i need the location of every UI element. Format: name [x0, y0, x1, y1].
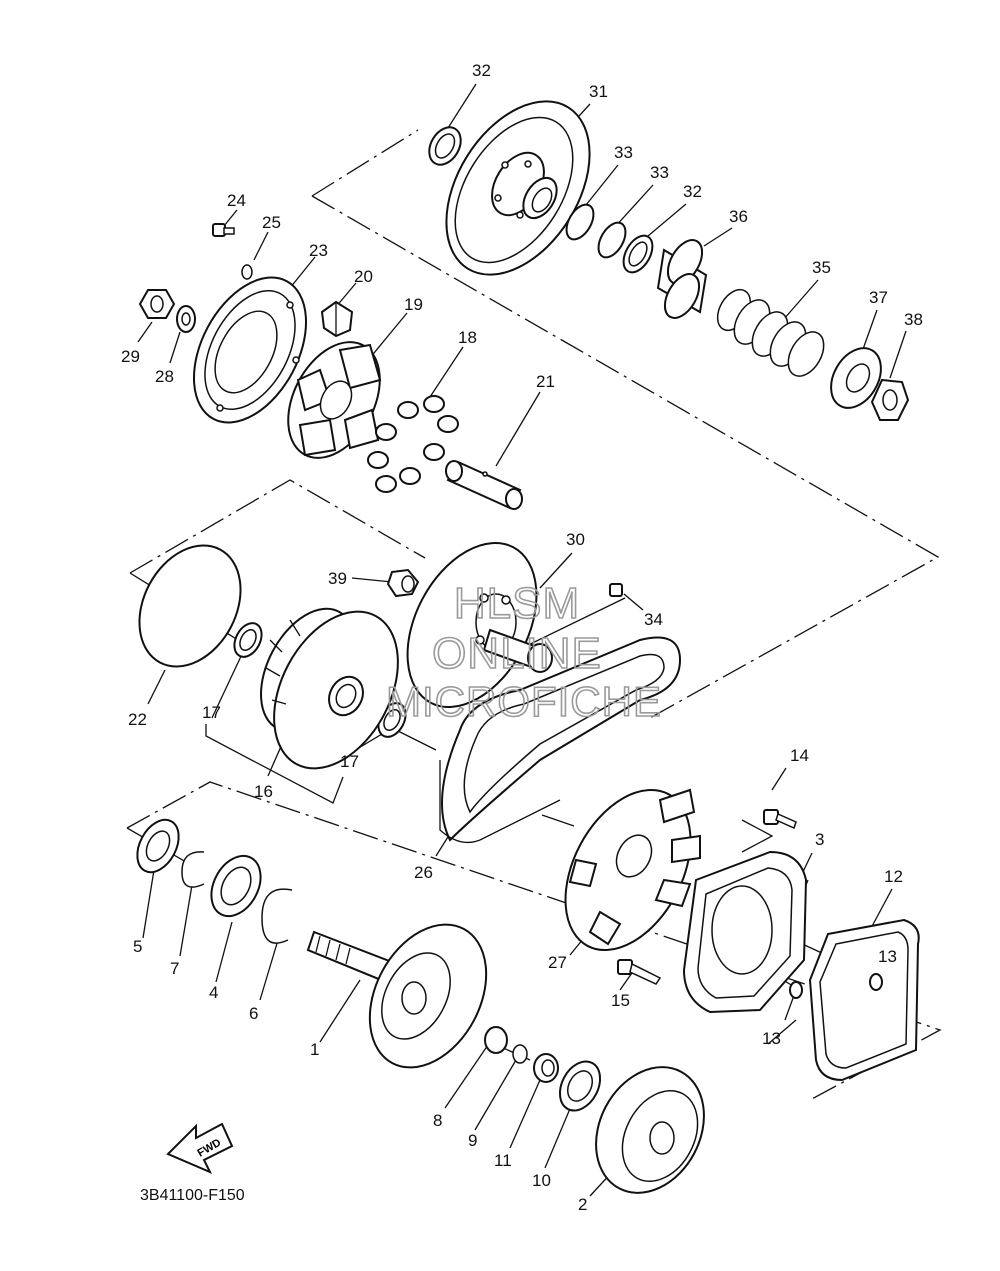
callout-1: 1	[310, 1040, 319, 1059]
circlip-9	[512, 1044, 528, 1064]
callout-13-b: 13	[762, 1029, 781, 1048]
watermark-line-2: ONLINE	[432, 629, 602, 678]
bearing-4	[210, 854, 262, 918]
callout-20: 20	[354, 267, 373, 286]
callout-26: 26	[414, 863, 433, 882]
callout-39: 39	[328, 569, 347, 588]
crankcase-cover-3	[682, 850, 808, 1014]
callout-19: 19	[404, 295, 423, 314]
watermark: HLSM ONLINE MICROFICHE	[385, 578, 662, 726]
callout-13-a: 13	[878, 947, 897, 966]
one-way-bearing-10	[558, 1060, 602, 1112]
collar-36	[656, 239, 708, 319]
oil-seal-5	[136, 818, 180, 874]
o-ring-22	[138, 544, 242, 668]
callout-22: 22	[128, 710, 147, 729]
fwd-arrow-icon: FWD	[166, 1122, 234, 1174]
callout-27: 27	[548, 953, 567, 972]
gasket-12	[808, 918, 920, 1082]
callout-2: 2	[578, 1195, 587, 1214]
oil-seal-17-a	[233, 622, 263, 658]
o-ring-33-b	[597, 221, 627, 259]
secondary-fixed-sheave-31	[445, 100, 591, 276]
callout-38: 38	[904, 310, 923, 329]
callout-25: 25	[262, 213, 281, 232]
oil-seal-32-upper	[428, 126, 462, 166]
slider-20	[320, 300, 354, 338]
callout-14: 14	[790, 746, 809, 765]
callout-8: 8	[433, 1111, 442, 1130]
washer-37	[830, 347, 882, 409]
watermark-line-1: HLSM	[454, 579, 580, 628]
dowel-pin-13-a	[869, 973, 883, 991]
callout-33-a: 33	[614, 143, 633, 162]
o-ring-33-a	[565, 203, 595, 241]
clutch-housing-fan-27	[564, 788, 701, 952]
callout-34: 34	[644, 610, 663, 629]
cam-19	[287, 341, 382, 459]
washer-28	[176, 305, 196, 333]
primary-fixed-sheave-30	[406, 541, 553, 709]
callout-labels: 32 31 33 33 32 36 35 37 38 24 25 23 20 1…	[121, 61, 923, 1214]
callout-7: 7	[170, 959, 179, 978]
watermark-line-3: MICROFICHE	[386, 678, 662, 725]
nut-38	[870, 378, 910, 421]
compression-spring-35	[716, 288, 825, 377]
clutch-carrier-2	[595, 1066, 705, 1194]
callout-35: 35	[812, 258, 831, 277]
callout-11: 11	[494, 1151, 512, 1170]
callout-6: 6	[249, 1004, 258, 1023]
circlip-7	[181, 851, 205, 888]
bolt-34	[609, 583, 623, 597]
dowel-pin-13-b	[789, 981, 803, 999]
callout-36: 36	[729, 207, 748, 226]
weights-18	[367, 395, 459, 493]
secondary-shaft-clutch-drum-1	[306, 923, 488, 1069]
callout-33-b: 33	[650, 163, 669, 182]
diagram-code: 3B41100-F150	[140, 1187, 245, 1204]
circlip-6	[261, 888, 293, 944]
nut-39	[386, 568, 420, 598]
cam-plate-cover-23	[192, 276, 308, 424]
callout-32-upper: 32	[472, 61, 491, 80]
callout-31: 31	[589, 82, 608, 101]
callout-18: 18	[458, 328, 477, 347]
callout-17-b: 17	[340, 752, 359, 771]
collar-21	[445, 460, 523, 510]
nut-29	[138, 289, 176, 319]
callout-15: 15	[611, 991, 630, 1010]
needle-bearing-8	[484, 1026, 508, 1054]
callout-37: 37	[869, 288, 888, 307]
callout-9: 9	[468, 1131, 477, 1150]
v-belt-26	[439, 636, 682, 844]
callout-23: 23	[309, 241, 328, 260]
callout-29: 29	[121, 347, 140, 366]
primary-sliding-sheave-16	[260, 607, 399, 770]
callout-28: 28	[155, 367, 174, 386]
callout-3: 3	[815, 830, 824, 849]
callout-24: 24	[227, 191, 246, 210]
callout-12: 12	[884, 867, 903, 886]
oil-seal-32-lower	[622, 234, 654, 274]
callout-16: 16	[254, 782, 273, 801]
bolt-24	[212, 223, 235, 237]
nut-11	[533, 1053, 559, 1083]
washer-25	[241, 264, 253, 280]
callout-10: 10	[532, 1171, 551, 1190]
bolt-14	[763, 809, 797, 830]
callout-21: 21	[536, 372, 555, 391]
callout-32-lower: 32	[683, 182, 702, 201]
callout-4: 4	[209, 983, 218, 1002]
callout-5: 5	[133, 937, 142, 956]
bolt-15	[617, 959, 662, 985]
callout-17-a: 17	[202, 703, 221, 722]
callout-30: 30	[566, 530, 585, 549]
